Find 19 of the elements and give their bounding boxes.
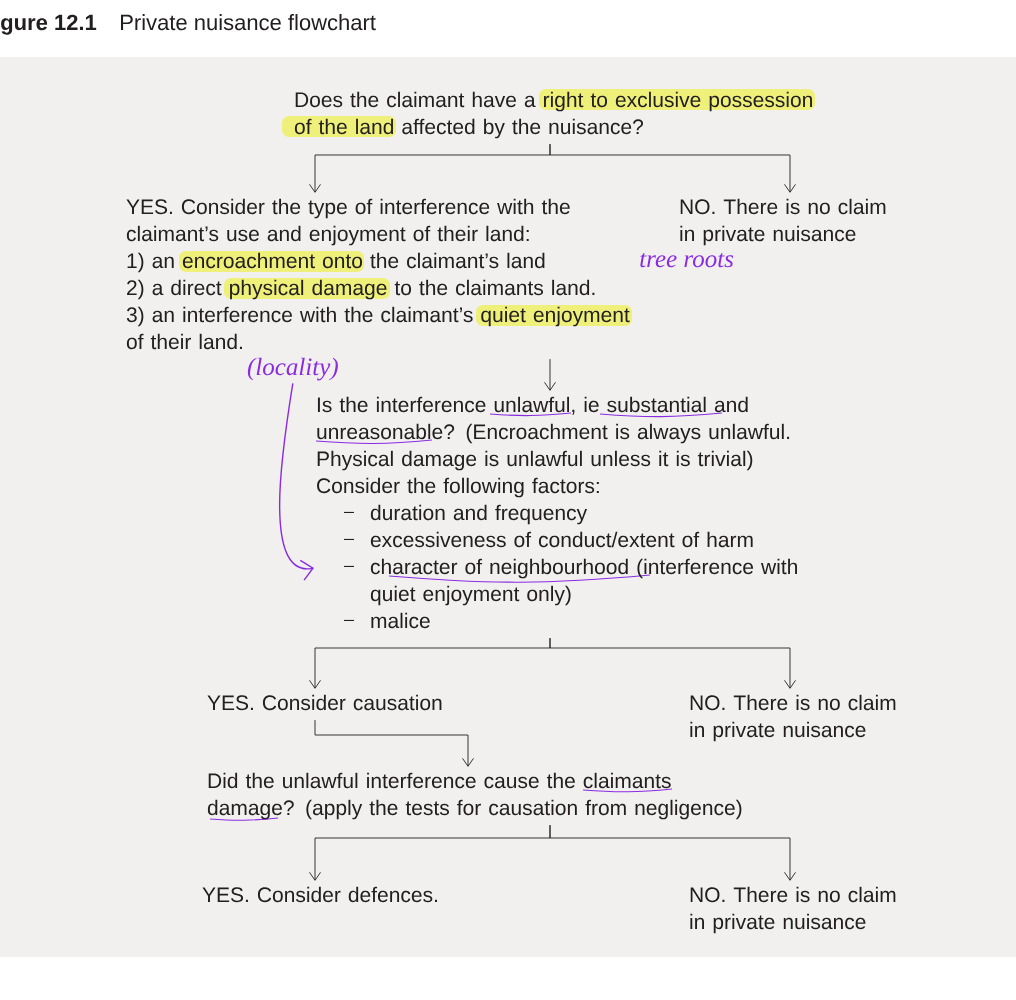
outcome-text: YES. Consider the type of interference with the claimant’s use and enjoyment of their land: 1) an encroachment onto the claimant’s land 2) a direct physical damage to the claimants land. 3) an interference with the claimant’s quiet enjoyment of their land. xyxy=(126,198,630,350)
outcome-text: NO. There is no claim in private nuisance xyxy=(690,886,896,934)
arrow xyxy=(549,143,796,193)
question-text: Did the unlawful interference cause the claimants damage? (apply the tests for causation from negligence) xyxy=(207,772,742,820)
arrow xyxy=(544,358,556,391)
outcome-text: YES. Consider causation xyxy=(207,694,442,711)
figure-title: Private nuisance flowchart xyxy=(121,14,376,31)
outcome-text: YES. Consider defences. xyxy=(202,886,437,903)
question-text: Is the interference unlawful, ie substantial and unreasonable? (Encroachment is always unlawful. Physical damage is unlawful unless it is trivial) Consider the following factors: duration and frequency excessiveness of conduct/extent of harm character of neighbourhood (interference with quiet enjoyment only) malice xyxy=(317,396,797,629)
outcome-text: NO. There is no claim in private nuisance xyxy=(680,198,886,246)
handwritten-note: tree roots xyxy=(640,252,734,268)
question-text: Does the claimant have a right to exclusive possession of the land affected by the nuisance? xyxy=(294,91,812,139)
arrow xyxy=(549,637,796,689)
handwritten-arrow xyxy=(278,382,314,581)
figure-number: gure 12.1 xyxy=(1,14,97,35)
outcome-text: NO. There is no claim in private nuisance xyxy=(690,694,896,742)
arrow xyxy=(314,719,474,767)
handwritten-note: (locality) xyxy=(247,357,338,381)
arrow xyxy=(549,824,796,881)
